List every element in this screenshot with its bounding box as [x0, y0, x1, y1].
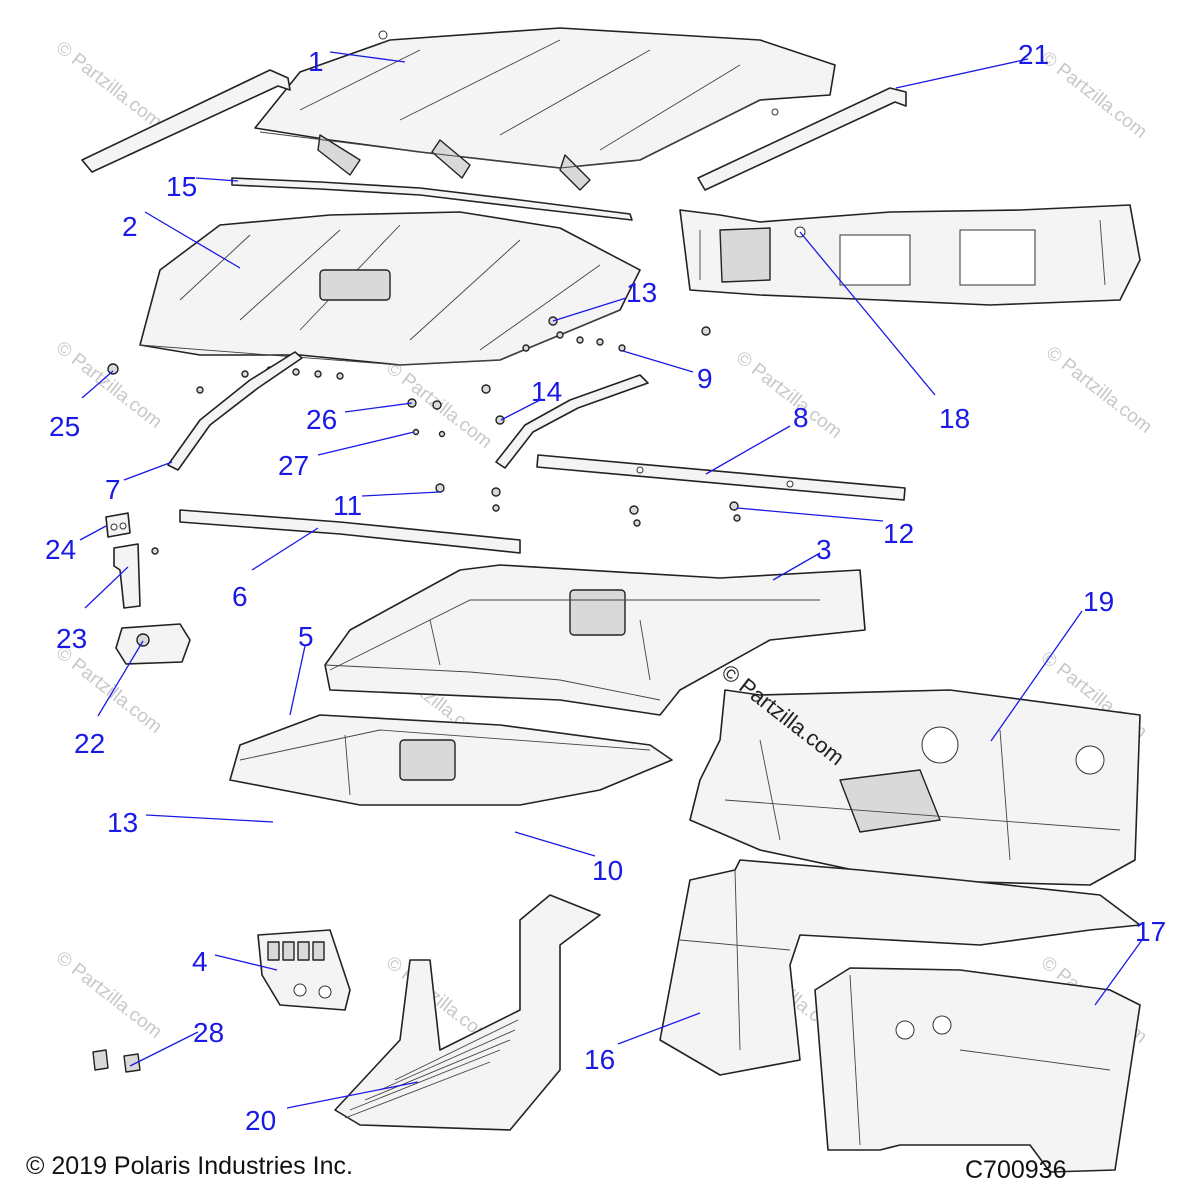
part-front-trim-strip[interactable]	[179, 509, 521, 554]
callout-8[interactable]: 8	[793, 402, 809, 433]
leader-line-25	[81, 370, 114, 399]
leader-line-26	[344, 402, 413, 413]
callout-13b[interactable]: 13	[107, 807, 138, 838]
leader-line-11	[361, 491, 441, 497]
callout-13a[interactable]: 13	[626, 277, 657, 308]
callout-4[interactable]: 4	[192, 946, 208, 977]
callout-6[interactable]: 6	[232, 581, 248, 612]
part-left-firewall-panel[interactable]	[659, 859, 1141, 1076]
callout-5[interactable]: 5	[298, 621, 314, 652]
leader-line-23	[84, 566, 129, 609]
leader-line-17	[1094, 939, 1143, 1006]
leader-line-5	[289, 645, 306, 716]
callout-23[interactable]: 23	[56, 623, 87, 654]
fastener-group-upper	[107, 316, 741, 555]
callout-9[interactable]: 9	[697, 363, 713, 394]
part-roof[interactable]	[254, 27, 836, 191]
part-left-trim[interactable]	[167, 351, 303, 471]
callout-26[interactable]: 26	[306, 404, 337, 435]
leader-line-28	[129, 1031, 199, 1067]
leader-line-12	[736, 507, 884, 522]
callout-17[interactable]: 17	[1135, 916, 1166, 947]
leader-line-8	[705, 425, 791, 475]
leader-line-1	[329, 51, 406, 63]
leader-line-6	[251, 527, 319, 571]
callout-20[interactable]: 20	[245, 1105, 276, 1136]
leader-line-13b	[145, 814, 274, 823]
watermark-text: © Partzilla.com	[732, 347, 846, 442]
part-roof-seal[interactable]	[231, 177, 633, 221]
callout-24[interactable]: 24	[45, 534, 76, 565]
part-headliner[interactable]	[139, 211, 641, 366]
watermark-text: © Partzilla.com	[1042, 342, 1156, 437]
leader-line-13a	[552, 297, 627, 322]
leader-line-14	[500, 399, 541, 421]
callout-19[interactable]: 19	[1083, 586, 1114, 617]
callout-28[interactable]: 28	[193, 1017, 224, 1048]
callout-2[interactable]: 2	[122, 211, 138, 242]
leader-line-22	[97, 640, 144, 717]
callout-7[interactable]: 7	[105, 474, 121, 505]
part-dash-frame[interactable]	[679, 204, 1141, 306]
leader-line-4	[214, 954, 278, 971]
callout-14[interactable]: 14	[531, 376, 562, 407]
part-footwell[interactable]	[334, 894, 601, 1131]
leader-line-21	[895, 58, 1029, 89]
callout-1[interactable]: 1	[308, 46, 324, 77]
part-right-firewall-panel[interactable]	[814, 967, 1141, 1173]
part-rear-trim-bar[interactable]	[536, 454, 906, 501]
leader-lines	[79, 51, 1143, 1109]
part-switch-panel[interactable]	[257, 929, 351, 1011]
leader-line-15	[195, 177, 239, 182]
part-clips-pair[interactable]	[92, 1049, 141, 1073]
part-right-roof-rail[interactable]	[697, 87, 907, 191]
part-rear-floor-panel[interactable]	[324, 564, 866, 716]
callout-16[interactable]: 16	[584, 1044, 615, 1075]
leader-line-2	[144, 211, 241, 269]
leader-line-10	[514, 831, 596, 857]
part-bracket-plate[interactable]	[105, 512, 131, 538]
part-floor-tub[interactable]	[689, 689, 1141, 886]
callout-12[interactable]: 12	[883, 518, 914, 549]
leader-line-7	[123, 461, 173, 481]
copyright-notice: © 2019 Polaris Industries Inc.	[26, 1152, 353, 1180]
watermark-text: © Partzilla.com	[1037, 47, 1151, 142]
leader-line-3	[772, 552, 821, 581]
leader-line-18	[799, 231, 936, 396]
callout-3[interactable]: 3	[816, 534, 832, 565]
watermark-text: © Partzilla.com	[52, 947, 166, 1042]
leader-line-9	[622, 350, 694, 373]
callout-18[interactable]: 18	[939, 403, 970, 434]
callout-21[interactable]: 21	[1018, 39, 1049, 70]
callout-10[interactable]: 10	[592, 855, 623, 886]
callout-22[interactable]: 22	[74, 728, 105, 759]
callout-27[interactable]: 27	[278, 450, 309, 481]
leader-line-27	[317, 431, 415, 456]
callout-11[interactable]: 11	[333, 490, 362, 521]
leader-line-20	[286, 1081, 419, 1109]
part-mirror[interactable]	[115, 623, 191, 665]
watermark-text: © Partzilla.com	[52, 37, 166, 132]
callout-25[interactable]: 25	[49, 411, 80, 442]
part-right-trim[interactable]	[495, 374, 649, 469]
diagram-id: C700936	[965, 1156, 1067, 1184]
part-mirror-bracket[interactable]	[113, 543, 141, 609]
callout-15[interactable]: 15	[166, 171, 197, 202]
callout-labels: 1234567891011121313141516171819202122232…	[45, 39, 1166, 1136]
part-floor-mat[interactable]	[229, 714, 673, 806]
part-left-roof-rail[interactable]	[81, 69, 291, 173]
leader-line-24	[79, 525, 107, 541]
leader-line-19	[990, 610, 1083, 742]
leader-line-16	[617, 1012, 701, 1045]
